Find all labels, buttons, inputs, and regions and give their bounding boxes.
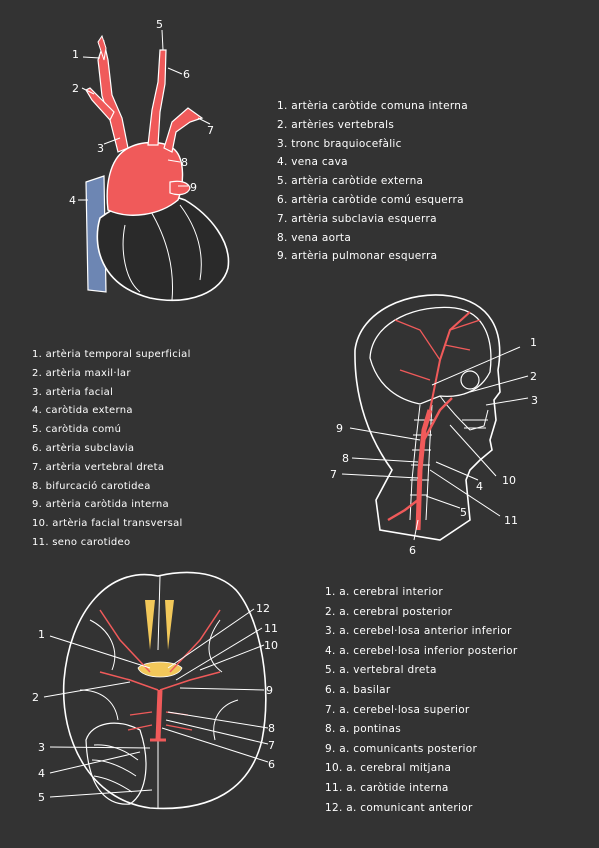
brain-legend-item: 10. a. cerebral mitjana: [325, 762, 452, 775]
brain-legend-item: 12. a. comunicant anterior: [325, 801, 473, 814]
heart-legend: 1. artèria caròtide comuna interna 2. ar…: [277, 97, 468, 266]
heart-legend-item: 9. artèria pulmonar esquerra: [277, 250, 438, 263]
brain-legend-item: 6. a. basilar: [325, 683, 391, 696]
neck-legend-item: 10. artèria facial transversal: [32, 518, 183, 530]
neck-legend-item: 5. caròtida comú: [32, 424, 122, 436]
neck-callout-5: 5: [460, 506, 467, 519]
brain-diagram: 1 2 3 4 5 6 7 8 9 10 11 12: [32, 571, 278, 810]
brain-legend-item: 7. a. cerebel·losa superior: [325, 703, 470, 716]
brain-legend-item: 4. a. cerebel·losa inferior posterior: [325, 644, 518, 657]
heart-callout-1: 1: [72, 48, 79, 61]
heart-legend-item: 4. vena cava: [277, 156, 348, 169]
heart-callout-3: 3: [97, 142, 104, 155]
neck-callout-7: 7: [330, 468, 337, 481]
heart-callout-4: 4: [69, 194, 76, 207]
brain-callout-9: 9: [266, 684, 273, 697]
neck-callout-1: 1: [530, 336, 537, 349]
brain-legend-item: 9. a. comunicants posterior: [325, 742, 478, 755]
brain-callout-4: 4: [38, 767, 45, 780]
heart-callout-6: 6: [183, 68, 190, 81]
neck-callout-11: 11: [504, 514, 518, 527]
heart-callout-9: 9: [190, 181, 197, 194]
head-neck-diagram: 1 2 3 4 5 6 7 8 9 10 11: [330, 294, 538, 557]
neck-legend-item: 4. caròtida externa: [32, 405, 133, 417]
neck-legend-item: 3. artèria facial: [32, 386, 114, 398]
heart-legend-item: 2. artèries vertebrals: [277, 118, 395, 131]
heart-legend-item: 7. artèria subclavia esquerra: [277, 212, 437, 225]
neck-legend-item: 8. bifurcació carotidea: [32, 480, 151, 492]
brain-legend-item: 1. a. cerebral interior: [325, 586, 443, 598]
heart-legend-item: 5. artèria caròtide externa: [277, 175, 424, 188]
brain-callout-10: 10: [264, 639, 278, 652]
brain-callout-2: 2: [32, 691, 39, 704]
heart-callout-7: 7: [207, 124, 214, 137]
heart-diagram: 1 2 3 4 5 6 7 8 9: [69, 18, 230, 302]
brain-callout-11: 11: [264, 622, 278, 635]
heart-callout-8: 8: [181, 156, 188, 169]
brain-legend: 1. a. cerebral interior 2. a. cerebral p…: [325, 583, 517, 818]
brain-callout-12: 12: [256, 602, 270, 615]
brain-legend-item: 8. a. pontinas: [325, 723, 402, 736]
neck-callout-2: 2: [530, 370, 537, 383]
neck-legend-item: 2. artèria maxil·lar: [32, 367, 131, 379]
brain-legend-item: 2. a. cerebral posterior: [325, 605, 453, 618]
neck-callout-10: 10: [502, 474, 516, 487]
aorta: [106, 141, 184, 216]
heart-legend-item: 6. artèria caròtide comú esquerra: [277, 193, 464, 206]
brain-legend-item: 5. a. vertebral dreta: [325, 664, 437, 677]
heart-legend-item: 8. vena aorta: [277, 231, 352, 244]
neck-legend: 1. artèria temporal superficial 2. artèr…: [32, 346, 191, 553]
brain-callout-6: 6: [268, 758, 275, 771]
neck-callout-6: 6: [409, 544, 416, 557]
brain-legend-item: 3. a. cerebel·losa anterior inferior: [325, 625, 512, 638]
neck-callout-4: 4: [476, 480, 483, 493]
brain-callout-1: 1: [38, 628, 45, 641]
heart-callout-5: 5: [156, 18, 163, 31]
neck-callout-8: 8: [342, 452, 349, 465]
brain-callout-3: 3: [38, 741, 45, 754]
brain-outline: [62, 571, 267, 810]
neck-callout-3: 3: [531, 394, 538, 407]
neck-legend-item: 6. artèria subclavia: [32, 442, 135, 454]
brain-callout-8: 8: [268, 722, 275, 735]
neck-legend-item: 11. seno carotideo: [32, 536, 131, 548]
neck-legend-item: 9. artèria caròtida interna: [32, 499, 169, 511]
brain-legend-item: 11. a. caròtide interna: [325, 781, 449, 794]
brain-callout-7: 7: [268, 739, 275, 752]
heart-callout-2: 2: [72, 82, 79, 95]
neck-legend-item: 1. artèria temporal superficial: [32, 349, 191, 360]
brain-callout-5: 5: [38, 791, 45, 804]
heart-legend-item: 3. tronc braquiocefàlic: [277, 137, 402, 150]
neck-legend-item: 7. artèria vertebral dreta: [32, 461, 165, 473]
heart-legend-item: 1. artèria caròtide comuna interna: [277, 100, 468, 112]
vena-cava: [85, 175, 107, 293]
neck-callout-9: 9: [336, 422, 343, 435]
